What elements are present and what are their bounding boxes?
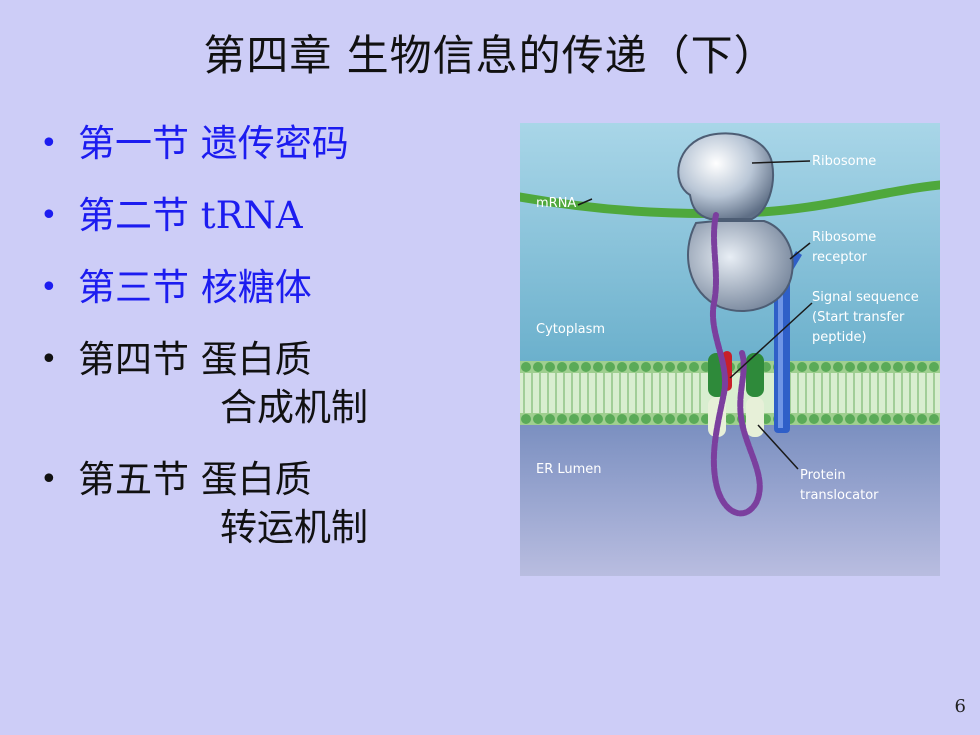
er-lumen-region <box>520 423 940 576</box>
label-ribosome-receptor-2: receptor <box>812 250 868 265</box>
bullet-item-1: • 第一节 遗传密码 <box>40 120 480 168</box>
bullet-text-line2: 合成机制 <box>220 386 368 429</box>
bullet-list: • 第一节 遗传密码 • 第二节 tRNA • 第三节 核糖体 • 第四节 蛋白… <box>40 120 480 552</box>
bullet-text: 第二节 tRNA <box>78 194 303 237</box>
label-mrna: mRNA <box>536 196 576 211</box>
label-signal-1: Signal sequence <box>812 290 919 305</box>
bullet-text-line1: 第四节 蛋白质 <box>78 338 312 381</box>
bullet-dot-icon: • <box>40 462 58 497</box>
bullet-text: 第三节 核糖体 <box>78 266 312 309</box>
bullet-item-3: • 第三节 核糖体 <box>40 264 480 312</box>
page-number: 6 <box>954 696 966 717</box>
leader-lines <box>577 160 813 470</box>
bullet-item-2: • 第二节 tRNA <box>40 192 480 240</box>
label-er-lumen: ER Lumen <box>536 462 602 477</box>
bullet-text-line2: 转运机制 <box>220 506 368 549</box>
label-ribosome-receptor-1: Ribosome <box>812 230 876 245</box>
protein-translocation-figure: Ribosome mRNA Ribosome receptor Signal s… <box>520 123 940 576</box>
bullet-dot-icon: • <box>40 342 58 377</box>
label-ribosome: Ribosome <box>812 154 876 169</box>
bullet-item-5: • 第五节 蛋白质 转运机制 <box>40 456 480 552</box>
bullet-text-line1: 第五节 蛋白质 <box>78 458 312 501</box>
label-signal-3: peptide) <box>812 330 867 345</box>
label-translocator-1: Protein <box>800 468 846 483</box>
figure-illustration: Ribosome mRNA Ribosome receptor Signal s… <box>520 123 940 576</box>
bullet-dot-icon: • <box>40 270 58 305</box>
label-cytoplasm: Cytoplasm <box>536 322 605 337</box>
bullet-dot-icon: • <box>40 126 58 161</box>
bullet-item-4: • 第四节 蛋白质 合成机制 <box>40 336 480 432</box>
polypeptide-chain-icon <box>709 212 763 517</box>
slide-title: 第四章 生物信息的传递（下） <box>203 31 777 80</box>
bullet-dot-icon: • <box>40 198 58 233</box>
bullet-text: 第一节 遗传密码 <box>78 122 349 165</box>
label-translocator-2: translocator <box>800 488 879 503</box>
label-signal-2: (Start transfer <box>812 310 905 325</box>
